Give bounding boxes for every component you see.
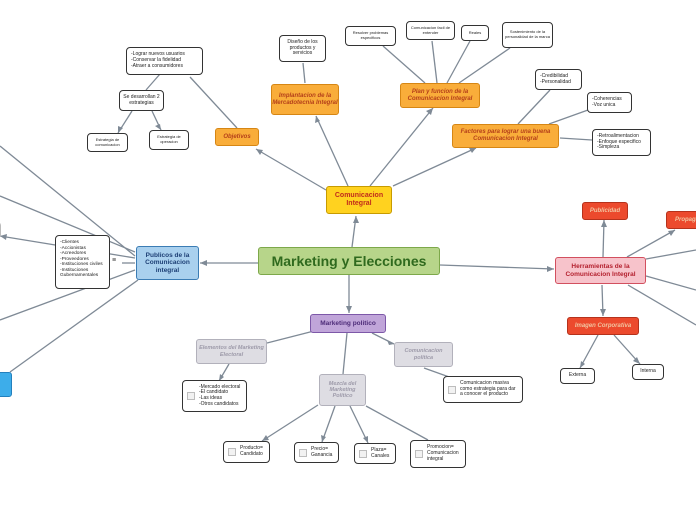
note-icon	[187, 392, 195, 400]
promocion-text: Promocion= Comunicacion integral	[427, 444, 459, 462]
comunicacion-politica-text: Comunicacion masiva como estrategia para…	[460, 379, 516, 398]
publicidad-node[interactable]: Publicidad	[582, 202, 628, 220]
plaza-text: Plaza= Canales	[371, 446, 390, 459]
plan-item-reales[interactable]: Reales	[461, 25, 489, 41]
note-icon	[299, 448, 307, 457]
diseno-node[interactable]: Diseño de los productos y servicios	[279, 35, 326, 62]
objetivos-list[interactable]: -Lograr nuevos usuarios -Conservar la fi…	[126, 47, 203, 75]
factores-node[interactable]: Factores para lograr una buena Comunicac…	[452, 124, 559, 148]
plan-item-facil[interactable]: Comunicacion facil de entender	[406, 21, 455, 40]
root-topic[interactable]: Marketing y Elecciones	[258, 247, 440, 275]
estrategias-node[interactable]: Se desarrollan 2 estrategias	[119, 90, 164, 111]
imagen-corporativa-node[interactable]: Imagen Corporativa	[567, 317, 639, 335]
estrategia-operacion-node[interactable]: Estrategia de operacion	[149, 130, 189, 150]
note-icon	[228, 448, 236, 456]
producto-text: Producto= Candidato	[240, 445, 263, 457]
externa-node[interactable]: Externa	[560, 368, 595, 384]
coherencias-node[interactable]: -Coherencias -Voz unica	[587, 92, 632, 113]
credibilidad-node[interactable]: -Credibilidad -Personalidad	[535, 69, 582, 90]
herramientas-node[interactable]: Herramientas de la Comunicacion Integral	[555, 257, 646, 284]
propaganda-node[interactable]: Propaganda	[666, 211, 696, 229]
precio-text: Precio= Ganancia	[311, 445, 333, 458]
objetivos-node[interactable]: Objetivos	[215, 128, 259, 146]
promocion-node[interactable]: Promocion= Comunicacion integral	[410, 440, 466, 468]
interna-node[interactable]: Interna	[632, 364, 664, 380]
note-icon	[448, 385, 456, 394]
offscreen-blue-node[interactable]	[0, 372, 12, 397]
plaza-node[interactable]: Plaza= Canales	[354, 443, 396, 464]
precio-node[interactable]: Precio= Ganancia	[294, 442, 339, 463]
mezcla-node[interactable]: Mezcla del Marketing Politico	[319, 374, 366, 406]
note-icon	[359, 449, 367, 458]
comunicacion-politica-node[interactable]: Comunicacion politica	[394, 342, 453, 367]
elementos-node[interactable]: Elementos del Marketing Electoral	[196, 339, 267, 364]
marketing-politico-node[interactable]: Marketing politico	[310, 314, 386, 333]
elementos-text: -Mercado electoral -El candidato -Las id…	[199, 383, 241, 407]
retroalimentacion-node[interactable]: -Retroalimentacion -Enfoque especifico -…	[592, 129, 651, 156]
implantacion-node[interactable]: Implantacion de la Mercadotecnia Integra…	[271, 84, 339, 115]
estrategia-comunicacion-node[interactable]: Estrategia de comunicacion	[87, 133, 128, 152]
comunicacion-integral-node[interactable]: Comunicacion Integral	[326, 186, 392, 214]
publicos-node[interactable]: Publicos de la Comunicacion integral	[136, 246, 199, 280]
producto-node[interactable]: Producto= Candidato	[223, 441, 270, 463]
note-icon	[415, 450, 423, 458]
publicos-list[interactable]: -Clientes -Accionistas -Acreedores -Prov…	[55, 235, 110, 289]
plan-item-sostenimiento[interactable]: Sostenimiento de la personalidad de la m…	[502, 22, 553, 48]
plan-funcion-node[interactable]: Plan y funcion de la Comunicacion Integr…	[400, 83, 480, 108]
notes-icon[interactable]: ≡	[112, 257, 117, 264]
plan-item-resolver[interactable]: Resolver problemas especificos	[345, 26, 396, 46]
comunicacion-politica-list[interactable]: Comunicacion masiva como estrategia para…	[443, 376, 523, 403]
elementos-list[interactable]: -Mercado electoral -El candidato -Las id…	[182, 380, 247, 412]
